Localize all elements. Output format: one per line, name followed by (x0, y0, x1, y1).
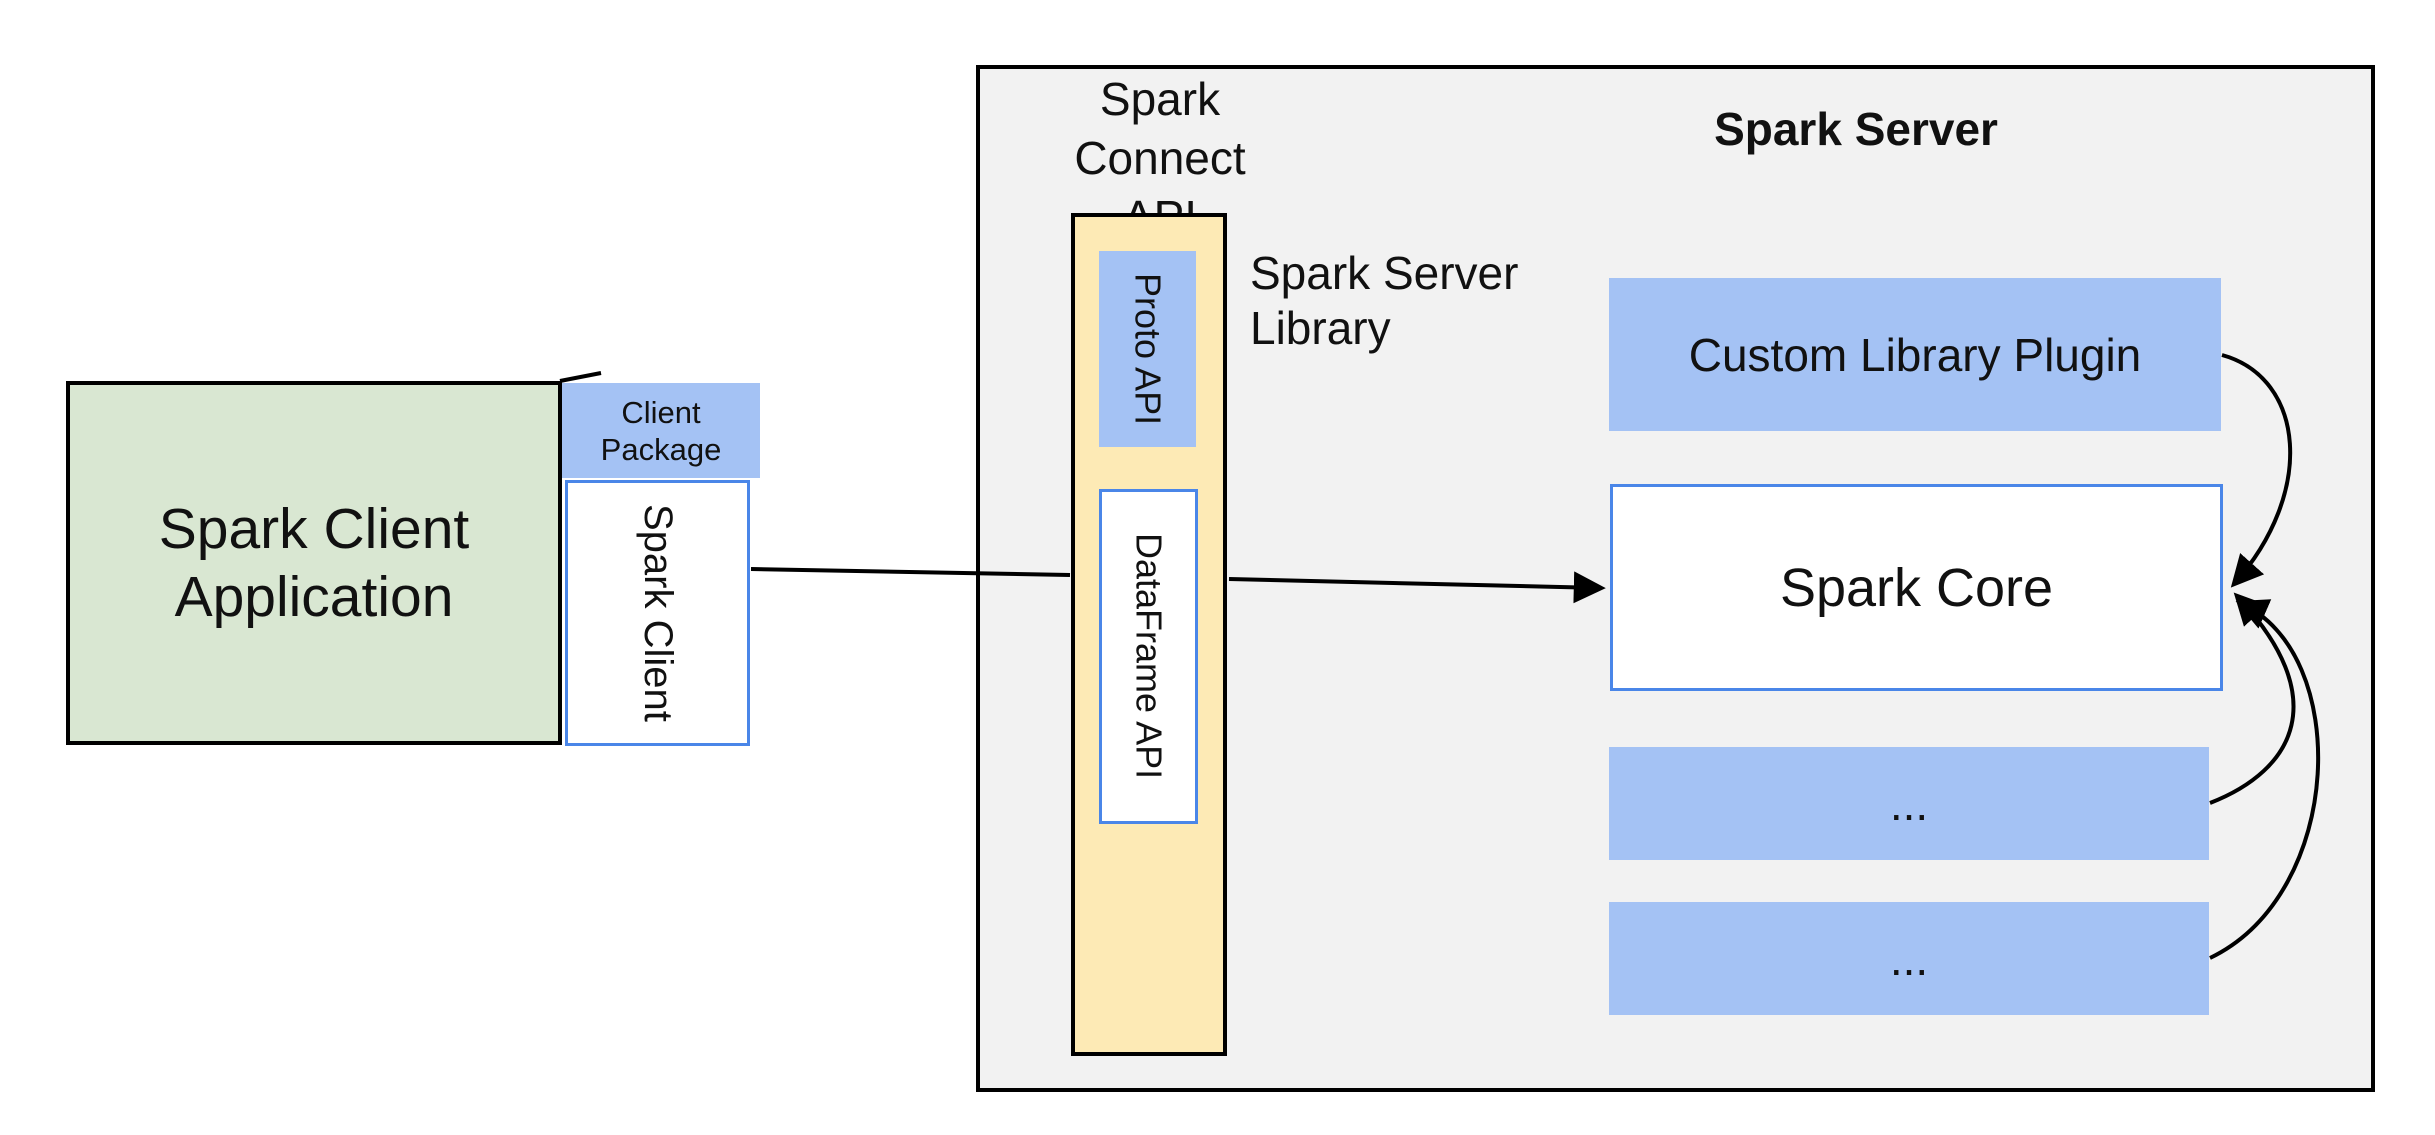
spark-client-application-label: Spark Client Application (159, 495, 469, 631)
proto-api-label: Proto API (1127, 272, 1169, 426)
dataframe-api-box: DataFrame API (1099, 489, 1198, 824)
spark-client-application-box: Spark Client Application (66, 381, 562, 745)
spark-server-title: Spark Server (1714, 103, 1998, 155)
spark-server-library-line1: Spark Server (1250, 247, 1519, 299)
custom-library-plugin-box: Custom Library Plugin (1609, 278, 2221, 431)
spark-connect-api-line1: Spark Connect (1074, 73, 1246, 184)
ellipsis-label-2: ... (1889, 932, 1929, 985)
spark-server-library-label: Spark Server Library (1250, 246, 1580, 356)
spark-client-box: Spark Client (565, 480, 750, 746)
custom-library-plugin-label: Custom Library Plugin (1688, 328, 2142, 381)
spark-client-application-line1: Spark Client (158, 497, 470, 561)
spark-client-application-line2: Application (174, 565, 454, 629)
spark-server-library-line2: Library (1250, 302, 1391, 354)
server-plugin-placeholder-box-2: ... (1609, 902, 2209, 1015)
dataframe-api-label: DataFrame API (1128, 533, 1170, 780)
client-package-line2: Package (600, 431, 722, 467)
client-package-box: Client Package (562, 383, 760, 478)
spark-client-label: Spark Client (636, 504, 680, 722)
spark-core-box: Spark Core (1610, 484, 2223, 691)
ellipsis-label-1: ... (1889, 777, 1929, 830)
server-plugin-placeholder-box-1: ... (1609, 747, 2209, 860)
proto-api-box: Proto API (1099, 251, 1196, 447)
spark-core-label: Spark Core (1779, 557, 2054, 618)
client-package-label: Client Package (601, 394, 722, 468)
client-package-line1: Client (621, 394, 701, 430)
client-package-top-tick (559, 371, 602, 383)
